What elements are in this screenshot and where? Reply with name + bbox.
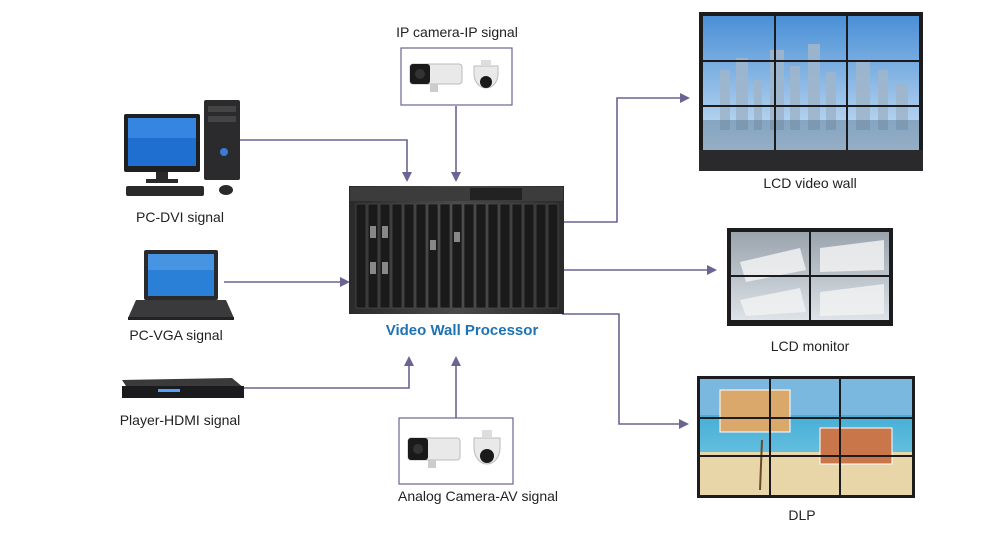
dlp-wall-icon	[697, 376, 915, 498]
ip-camera-label: IP camera-IP signal	[396, 24, 518, 40]
lcd-monitor-label: LCD monitor	[770, 338, 850, 354]
dlp-label: DLP	[788, 507, 816, 523]
pc-vga-label: PC-VGA signal	[129, 327, 223, 343]
arrow-lcd-video-wall	[562, 93, 690, 223]
lcd-video-wall-icon	[699, 12, 923, 171]
processor-title: Video Wall Processor	[385, 322, 539, 339]
arrow-pc-dvi	[240, 139, 412, 182]
media-player-icon	[122, 378, 244, 398]
laptop-icon	[128, 250, 234, 320]
video-wall-processor-icon	[349, 186, 564, 314]
lcd-video-wall-label: LCD video wall	[763, 175, 857, 191]
player-hdmi-label: Player-HDMI signal	[119, 412, 241, 428]
arrow-player-hdmi	[244, 356, 414, 389]
connectors	[224, 93, 717, 429]
analog-camera-label: Analog Camera-AV signal	[397, 488, 559, 504]
ip-camera-icon	[400, 47, 513, 106]
pc-dvi-label: PC-DVI signal	[136, 209, 224, 225]
analog-camera-icon	[398, 417, 514, 485]
arrow-dlp	[562, 313, 689, 429]
desktop-pc-icon	[124, 100, 240, 196]
lcd-monitor-icon	[727, 228, 893, 326]
